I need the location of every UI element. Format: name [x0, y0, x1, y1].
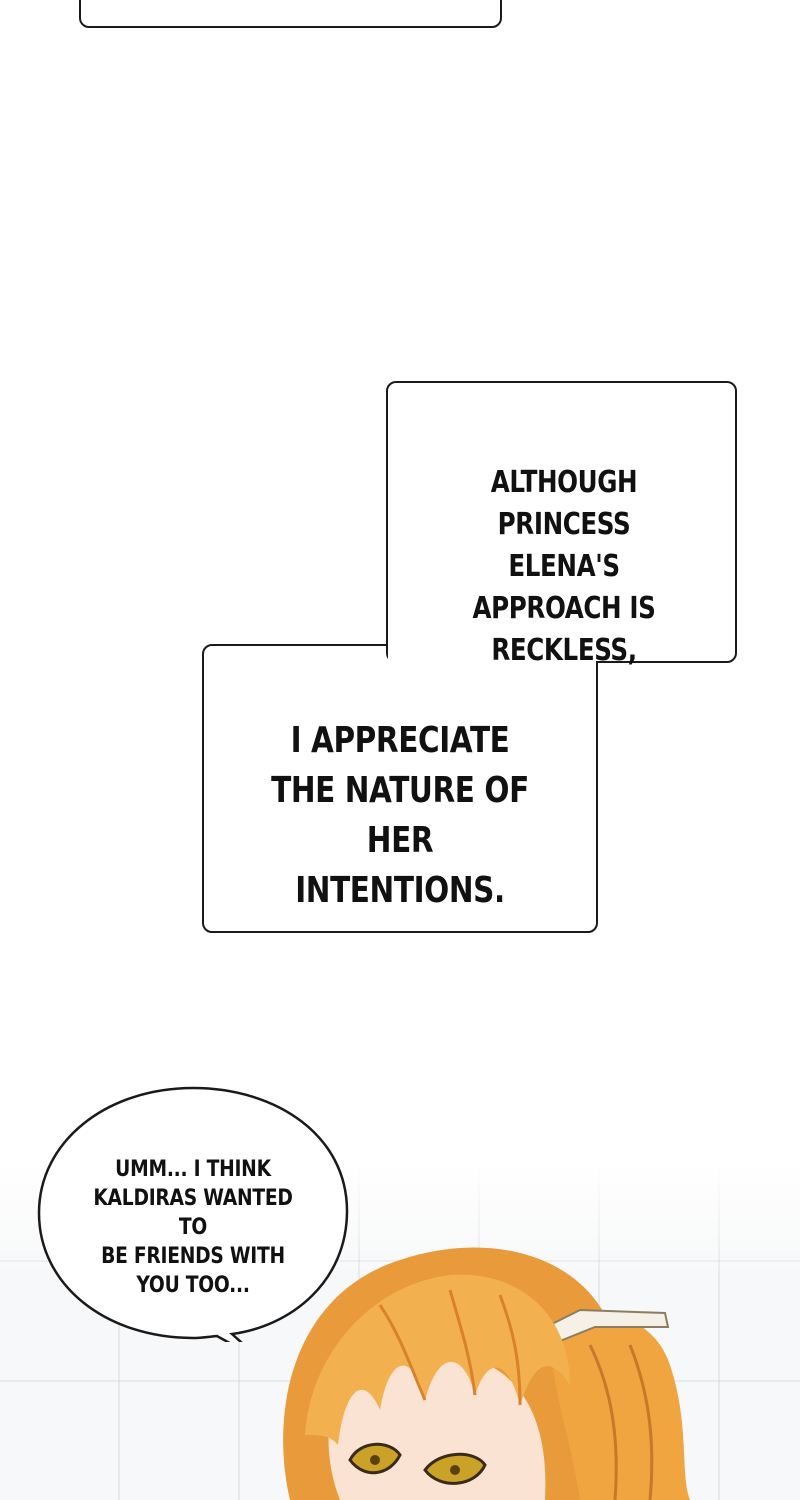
caption-seam	[388, 640, 596, 664]
speech-bubble-text: UMM... I THINK KALDIRAS WANTED TO BE FRI…	[82, 1155, 305, 1300]
caption-b-line: THE NATURE OF HER	[271, 770, 529, 861]
speech-line: BE FRIENDS WITH	[101, 1244, 285, 1269]
speech-line: UMM... I THINK	[115, 1157, 271, 1182]
speech-bubble	[37, 1086, 349, 1342]
caption-box-partial	[79, 0, 502, 28]
ponytail	[550, 1314, 690, 1500]
speech-bubble-outline	[37, 1086, 349, 1342]
caption-a-line: ALTHOUGH PRINCESS	[490, 465, 638, 542]
speech-line: KALDIRAS WANTED TO	[93, 1186, 293, 1240]
character-illustration	[283, 1247, 690, 1500]
caption-box-a	[386, 381, 737, 663]
caption-b-line: INTENTIONS.	[295, 870, 505, 911]
caption-b-line: I APPRECIATE	[290, 720, 510, 761]
caption-text-b: I APPRECIATE THE NATURE OF HER INTENTION…	[238, 716, 563, 916]
bangs	[305, 1274, 570, 1445]
caption-text-a: ALTHOUGH PRINCESS ELENA'S APPROACH IS RE…	[434, 462, 695, 672]
caption-a-line: RECKLESS,	[491, 633, 637, 668]
caption-a-line: ELENA'S APPROACH IS	[472, 549, 656, 626]
speech-line: YOU TOO...	[136, 1273, 250, 1298]
